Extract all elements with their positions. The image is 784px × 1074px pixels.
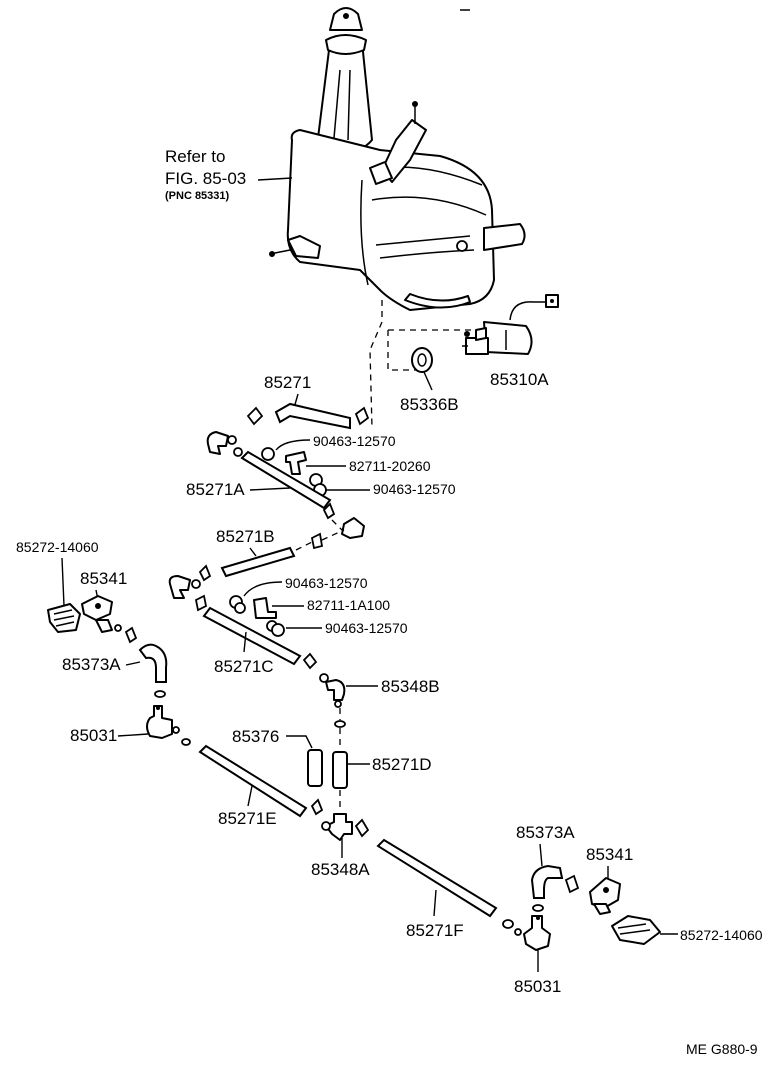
- tee-85031-right: [502, 915, 551, 972]
- leader-85271B: [249, 547, 257, 557]
- hose-85373A-left: [138, 643, 168, 683]
- leader-85271F: [433, 889, 437, 917]
- elbow-85271C: [168, 564, 212, 612]
- label-85271C: 85271C: [214, 657, 274, 676]
- label-90463-c: 90463-12570: [285, 575, 368, 591]
- hose-85373A-right: [530, 864, 564, 899]
- leader-85373A-left: [125, 661, 141, 666]
- label-85376: 85376: [232, 727, 279, 746]
- ring-85373A-left: [154, 690, 166, 698]
- footer-code: ME G880-9: [686, 1041, 758, 1057]
- label-82711-20260: 82711-20260: [349, 458, 431, 474]
- hose-85271E: [198, 744, 308, 818]
- ring-85271D-top: [334, 720, 346, 728]
- leader-85272-left: [61, 557, 65, 607]
- label-85373A-right: 85373A: [516, 823, 575, 842]
- elbow-upper: [206, 431, 243, 457]
- tee-85031-left: [146, 705, 191, 746]
- elbow-85348B: [319, 673, 346, 708]
- nozzle-cover-right: [611, 915, 661, 945]
- label-85341-left: 85341: [80, 569, 127, 588]
- leader-85271E: [247, 785, 253, 807]
- elbow-right: [341, 517, 365, 539]
- nozzle-right: [589, 877, 621, 915]
- hose-85271: [274, 402, 351, 430]
- label-85031-right: 85031: [514, 977, 561, 996]
- hose-85271A: [240, 450, 332, 510]
- label-82711-1A100: 82711-1A100: [307, 597, 390, 613]
- hose-85271B: [220, 546, 296, 578]
- leader-85373A-right: [539, 843, 543, 867]
- label-85271F: 85271F: [406, 921, 464, 940]
- label-85271B: 85271B: [216, 527, 275, 546]
- tube-85376: [307, 749, 323, 787]
- clip-nozzle-left: [124, 626, 138, 644]
- refer-note: Refer to FIG. 85-03 (PNC 85331): [165, 147, 293, 202]
- clip-82711-20260: [285, 451, 346, 475]
- clamp-90463-d: [266, 620, 322, 637]
- hose-85271F: [376, 838, 498, 918]
- label-85272-left: 85272-14060: [16, 539, 99, 555]
- label-85336B: 85336B: [400, 395, 459, 414]
- tee-85348A: [321, 813, 370, 858]
- nozzle-cover-left: [47, 603, 81, 633]
- leader-85271A: [249, 487, 291, 491]
- clip-85271A-end: [322, 502, 336, 520]
- nozzle-left: [81, 595, 122, 633]
- dash-tank-hose: [369, 300, 383, 429]
- clip-85271C-end: [302, 652, 318, 670]
- leader-85271C: [243, 631, 247, 653]
- hose-85271D: [332, 751, 348, 789]
- ring-85373A-right: [532, 904, 544, 912]
- label-90463-d: 90463-12570: [325, 620, 408, 636]
- refer-line3: (PNC 85331): [165, 190, 230, 202]
- clip-85271E-end: [310, 798, 324, 816]
- clamp-90463-c: [229, 581, 283, 614]
- label-90463-b: 90463-12570: [373, 481, 456, 497]
- clip-82711-1A100: [253, 597, 304, 619]
- dash-tank-grommet: [387, 330, 418, 371]
- refer-line1: Refer to: [165, 147, 225, 166]
- clip-85271B: [310, 532, 324, 550]
- clips-85271: [246, 406, 370, 426]
- clamp-90463-a: [261, 439, 311, 461]
- refer-line2: FIG. 85-03: [165, 169, 246, 188]
- label-85348B: 85348B: [381, 677, 440, 696]
- label-85271: 85271: [264, 373, 311, 392]
- dash-85271B-b: [321, 529, 345, 541]
- label-85348A: 85348A: [311, 860, 370, 879]
- clip-85373A-right: [564, 874, 580, 894]
- leader-85031-left: [117, 733, 149, 737]
- label-85272-right: 85272-14060: [680, 927, 763, 943]
- label-85373A-left: 85373A: [62, 655, 121, 674]
- hose-85271C: [202, 606, 302, 666]
- washer-tank: [269, 7, 526, 311]
- washer-pump: [462, 294, 559, 355]
- dash-85271B: [295, 541, 313, 551]
- label-85271D: 85271D: [372, 755, 432, 774]
- leader-85376: [286, 735, 313, 749]
- label-85271E: 85271E: [218, 809, 277, 828]
- label-85031-left: 85031: [70, 726, 117, 745]
- pump-grommet: [411, 347, 433, 391]
- label-90463-a: 90463-12570: [313, 433, 396, 449]
- label-85310A: 85310A: [490, 370, 549, 389]
- label-85271A: 85271A: [186, 480, 245, 499]
- label-85341-right: 85341: [586, 845, 633, 864]
- dash-85271A-elbow: [331, 519, 343, 531]
